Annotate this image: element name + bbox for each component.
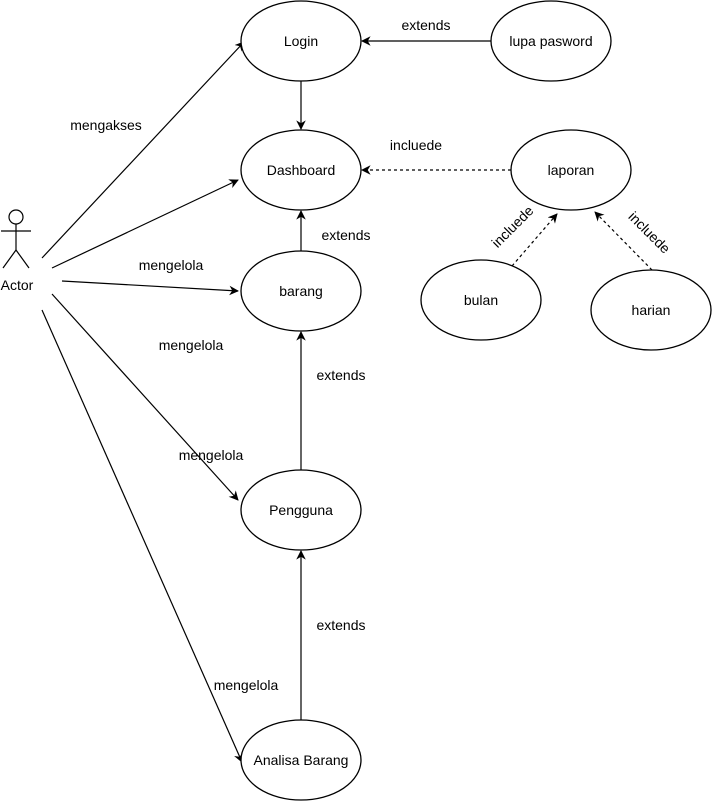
usecase-dashboard-label: Dashboard [267,162,336,178]
actor-head [8,209,24,225]
actor-leg-left [2,249,17,269]
label-mengelola-barang: mengelola [139,257,204,273]
label-include-harian: incluede [625,208,673,256]
label-extends-lupa: extends [401,17,450,33]
usecase-laporan-label: laporan [548,162,595,178]
label-extends-pengguna: extends [316,367,365,383]
label-mengelola-pengguna: mengelola [179,447,244,463]
usecase-laporan[interactable]: laporan [510,129,632,211]
usecase-barang[interactable]: barang [240,250,362,332]
label-include-laporan: incluede [390,137,442,153]
edge-actor-analisa [41,309,243,763]
edge-actor-barang [61,280,239,296]
edge-actor-dashboard [51,179,239,269]
usecase-bulan-label: bulan [464,292,498,308]
usecase-pengguna-label: Pengguna [269,502,333,518]
usecase-dashboard[interactable]: Dashboard [240,129,362,211]
usecase-lupa-pasword-label: lupa pasword [509,33,592,49]
label-extends-barang: extends [321,227,370,243]
label-mengelola-1: mengelola [159,337,224,353]
edge-actor-pengguna [51,293,239,501]
usecase-analisa-barang[interactable]: Analisa Barang [240,719,362,801]
usecase-harian[interactable]: harian [590,269,712,351]
usecase-barang-label: barang [279,283,323,299]
actor-label: Actor [1,277,34,293]
usecase-bulan[interactable]: bulan [420,259,542,341]
usecase-login[interactable]: Login [240,0,362,82]
label-include-bulan: incluede [488,202,536,250]
usecase-harian-label: harian [632,302,671,318]
usecase-lupa-pasword[interactable]: lupa pasword [490,0,612,82]
actor-leg-right [15,249,30,269]
label-mengakses: mengakses [70,117,142,133]
usecase-analisa-barang-label: Analisa Barang [254,752,349,768]
label-mengelola-analisa: mengelola [214,677,279,693]
actor[interactable]: Actor [1,209,34,293]
usecase-pengguna[interactable]: Pengguna [240,469,362,551]
edge-actor-login [41,41,245,259]
label-extends-analisa: extends [316,617,365,633]
edge-harian-laporan [594,211,653,271]
usecase-login-label: Login [284,33,318,49]
